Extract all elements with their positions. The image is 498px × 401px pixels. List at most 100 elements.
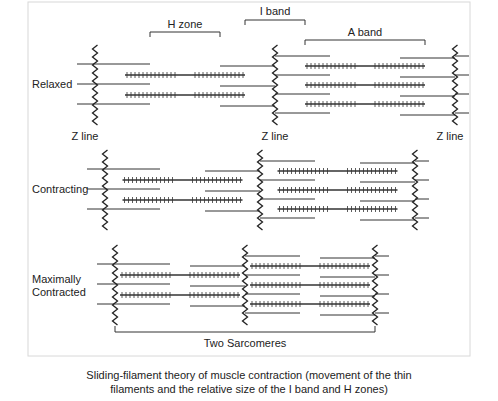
- cross-bridge: [379, 206, 380, 212]
- cross-bridge: [319, 187, 320, 193]
- cross-bridge: [327, 206, 328, 212]
- cross-bridge: [287, 206, 288, 212]
- z-line: [373, 245, 378, 325]
- cross-bridge: [238, 292, 239, 298]
- cross-bridge: [319, 168, 320, 174]
- cross-bridge: [220, 197, 221, 203]
- cross-bridge: [210, 292, 211, 298]
- cross-bridge: [192, 177, 193, 183]
- cross-bridge: [195, 92, 196, 98]
- cross-bridge: [364, 301, 365, 307]
- thin-filament: [320, 277, 375, 278]
- cross-bridge: [391, 63, 392, 69]
- cross-bridge: [348, 301, 349, 307]
- thin-filament: [205, 171, 260, 172]
- thin-filament: [275, 113, 330, 114]
- cross-bridge: [332, 282, 333, 288]
- thin-filament: [205, 211, 260, 212]
- cross-bridge: [351, 82, 352, 88]
- cross-bridge: [379, 82, 380, 88]
- cross-bridge: [363, 168, 364, 174]
- cross-bridge: [375, 168, 376, 174]
- cross-bridge: [355, 63, 356, 69]
- cross-bridge: [368, 263, 369, 269]
- cross-bridge: [403, 101, 404, 107]
- cross-bridge: [199, 92, 200, 98]
- cross-bridge: [175, 72, 176, 78]
- thin-filament: [105, 169, 160, 170]
- cross-bridge: [335, 63, 336, 69]
- cross-bridge: [315, 168, 316, 174]
- cross-bridge: [224, 177, 225, 183]
- cross-bridge: [130, 272, 131, 278]
- cross-bridge: [295, 187, 296, 193]
- cross-bridge: [319, 82, 320, 88]
- thin-filament: [115, 264, 170, 265]
- cross-bridge: [379, 101, 380, 107]
- cross-bridge: [218, 272, 219, 278]
- cross-bridge: [208, 177, 209, 183]
- state-label: Contracting: [32, 183, 88, 196]
- cross-bridge: [222, 292, 223, 298]
- cross-bridge: [332, 301, 333, 307]
- cross-bridge: [135, 92, 136, 98]
- cross-bridge: [256, 301, 257, 307]
- cross-bridge: [315, 206, 316, 212]
- thin-filament: [260, 180, 315, 181]
- cross-bridge: [158, 272, 159, 278]
- cross-bridge: [260, 301, 261, 307]
- cross-bridge: [300, 301, 301, 307]
- thin-filament: [400, 115, 455, 116]
- cross-bridge: [166, 292, 167, 298]
- cross-bridge: [194, 292, 195, 298]
- cross-bridge: [339, 101, 340, 107]
- cross-bridge: [340, 263, 341, 269]
- cross-bridge: [363, 206, 364, 212]
- cross-bridge: [140, 197, 141, 203]
- cross-bridge: [195, 72, 196, 78]
- cross-bridge: [132, 197, 133, 203]
- cross-bridge: [300, 263, 301, 269]
- thin-filament: [87, 189, 105, 190]
- cross-bridge: [215, 72, 216, 78]
- cross-bridge: [272, 301, 273, 307]
- thin-filament: [245, 294, 300, 295]
- cross-bridge: [299, 206, 300, 212]
- cross-bridge: [423, 63, 424, 69]
- thin-filament: [375, 313, 389, 314]
- cross-bridge: [227, 72, 228, 78]
- cross-bridge: [147, 72, 148, 78]
- cross-bridge: [387, 82, 388, 88]
- z-line: [273, 45, 278, 125]
- cross-bridge: [163, 92, 164, 98]
- cross-bridge: [138, 272, 139, 278]
- cross-bridge: [296, 263, 297, 269]
- cross-bridge: [158, 292, 159, 298]
- cross-bridge: [291, 168, 292, 174]
- cross-bridge: [139, 92, 140, 98]
- thin-filament: [260, 199, 315, 200]
- cross-bridge: [288, 263, 289, 269]
- cross-bridge: [291, 187, 292, 193]
- cross-bridge: [127, 72, 128, 78]
- cross-bridge: [200, 197, 201, 203]
- thin-filament: [275, 75, 330, 76]
- state-label: Relaxed: [32, 78, 72, 91]
- cross-bridge: [327, 187, 328, 193]
- bracket: [245, 20, 305, 25]
- cross-bridge: [280, 263, 281, 269]
- cross-bridge: [379, 187, 380, 193]
- cross-bridge: [196, 177, 197, 183]
- cross-bridge: [175, 92, 176, 98]
- cross-bridge: [207, 92, 208, 98]
- cross-bridge: [348, 282, 349, 288]
- cross-bridge: [328, 301, 329, 307]
- cross-bridge: [268, 263, 269, 269]
- cross-bridge: [203, 72, 204, 78]
- cross-bridge: [138, 292, 139, 298]
- cross-bridge: [128, 177, 129, 183]
- cross-bridge: [319, 206, 320, 212]
- cross-bridge: [311, 168, 312, 174]
- cross-bridge: [202, 292, 203, 298]
- cross-bridge: [226, 292, 227, 298]
